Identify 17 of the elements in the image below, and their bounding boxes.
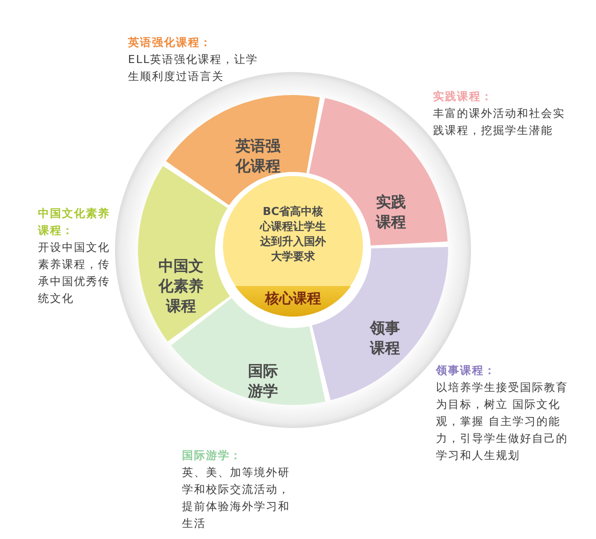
note-text: ELL英语强化课程，让学生顺利度过语言关 bbox=[128, 52, 260, 85]
note-heading: 国际游学： bbox=[182, 448, 243, 464]
banner-label: 核心课程 bbox=[264, 290, 322, 308]
note-heading: 实践课程： bbox=[433, 89, 494, 105]
core-text: BC省高中核心课程让学生达到升入国外大学要求 bbox=[258, 204, 327, 264]
segment-label: 国际游学 bbox=[246, 360, 279, 401]
segment-label: 领事课程 bbox=[368, 318, 401, 358]
note-heading: 领事课程： bbox=[436, 363, 497, 379]
note-heading: 英语强化课程： bbox=[128, 35, 213, 51]
note-heading: 中国文化素养课程： bbox=[38, 206, 111, 239]
segment-label: 英语强化课程 bbox=[234, 136, 282, 176]
note-text: 英、美、加等境外研学和校际交流活动，提前体验海外学习和生活 bbox=[182, 465, 291, 532]
note-text: 开设中国文化素养课程，传承中国优秀传统文化 bbox=[38, 240, 111, 307]
note-text: 丰富的课外活动和社会实践课程，挖掘学生潜能 bbox=[433, 106, 566, 139]
segment-label: 中国文化素养课程 bbox=[157, 256, 204, 316]
note-text: 以培养学生接受国际教育为目标，树立 国际文化观，掌握 自主学习的能力，引导学生做好自己的学习和人生规划 bbox=[436, 380, 568, 464]
segment-label: 实践课程 bbox=[374, 192, 407, 232]
